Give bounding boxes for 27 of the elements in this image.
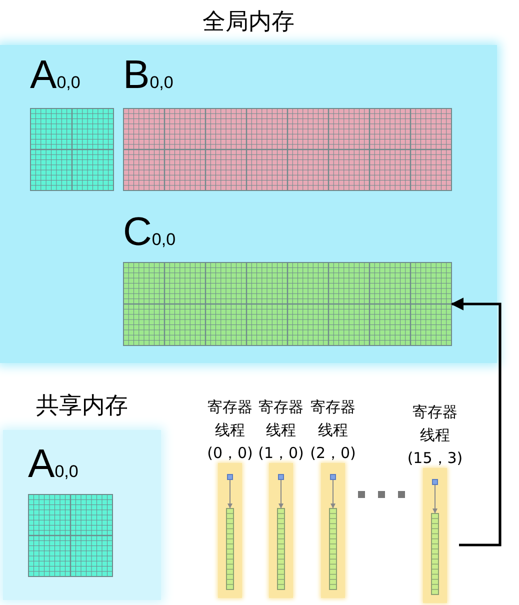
arrow (450, 298, 502, 546)
thread-label: 线程 (318, 420, 348, 441)
thread-label: 线程 (420, 425, 450, 446)
register-cells (226, 508, 234, 590)
register-cell (432, 479, 438, 485)
thread-label: 线程 (266, 420, 296, 441)
thread-label: 寄存器 (310, 397, 356, 418)
register-cell (227, 474, 233, 480)
thread-label: (1，0) (258, 443, 304, 464)
thread-label: 线程 (215, 420, 245, 441)
thread-label: (2，0) (310, 443, 356, 464)
thread-label: (0，0) (207, 443, 253, 464)
thread-label: 寄存器 (258, 397, 304, 418)
memory-heading: 全局内存 (202, 8, 294, 37)
register-cells (329, 508, 337, 590)
arrow (228, 480, 232, 508)
register-cells (277, 508, 285, 590)
arrow (330, 480, 336, 508)
arrow (278, 480, 284, 508)
thread-label: 寄存器 (412, 402, 458, 423)
register-cell (330, 474, 336, 480)
thread-label: (15，3) (407, 448, 463, 469)
memory-heading: 共享内存 (36, 392, 128, 421)
register-cells (431, 513, 439, 595)
register-cell (278, 474, 284, 480)
thread-label: 寄存器 (208, 397, 252, 418)
arrow (432, 484, 438, 514)
